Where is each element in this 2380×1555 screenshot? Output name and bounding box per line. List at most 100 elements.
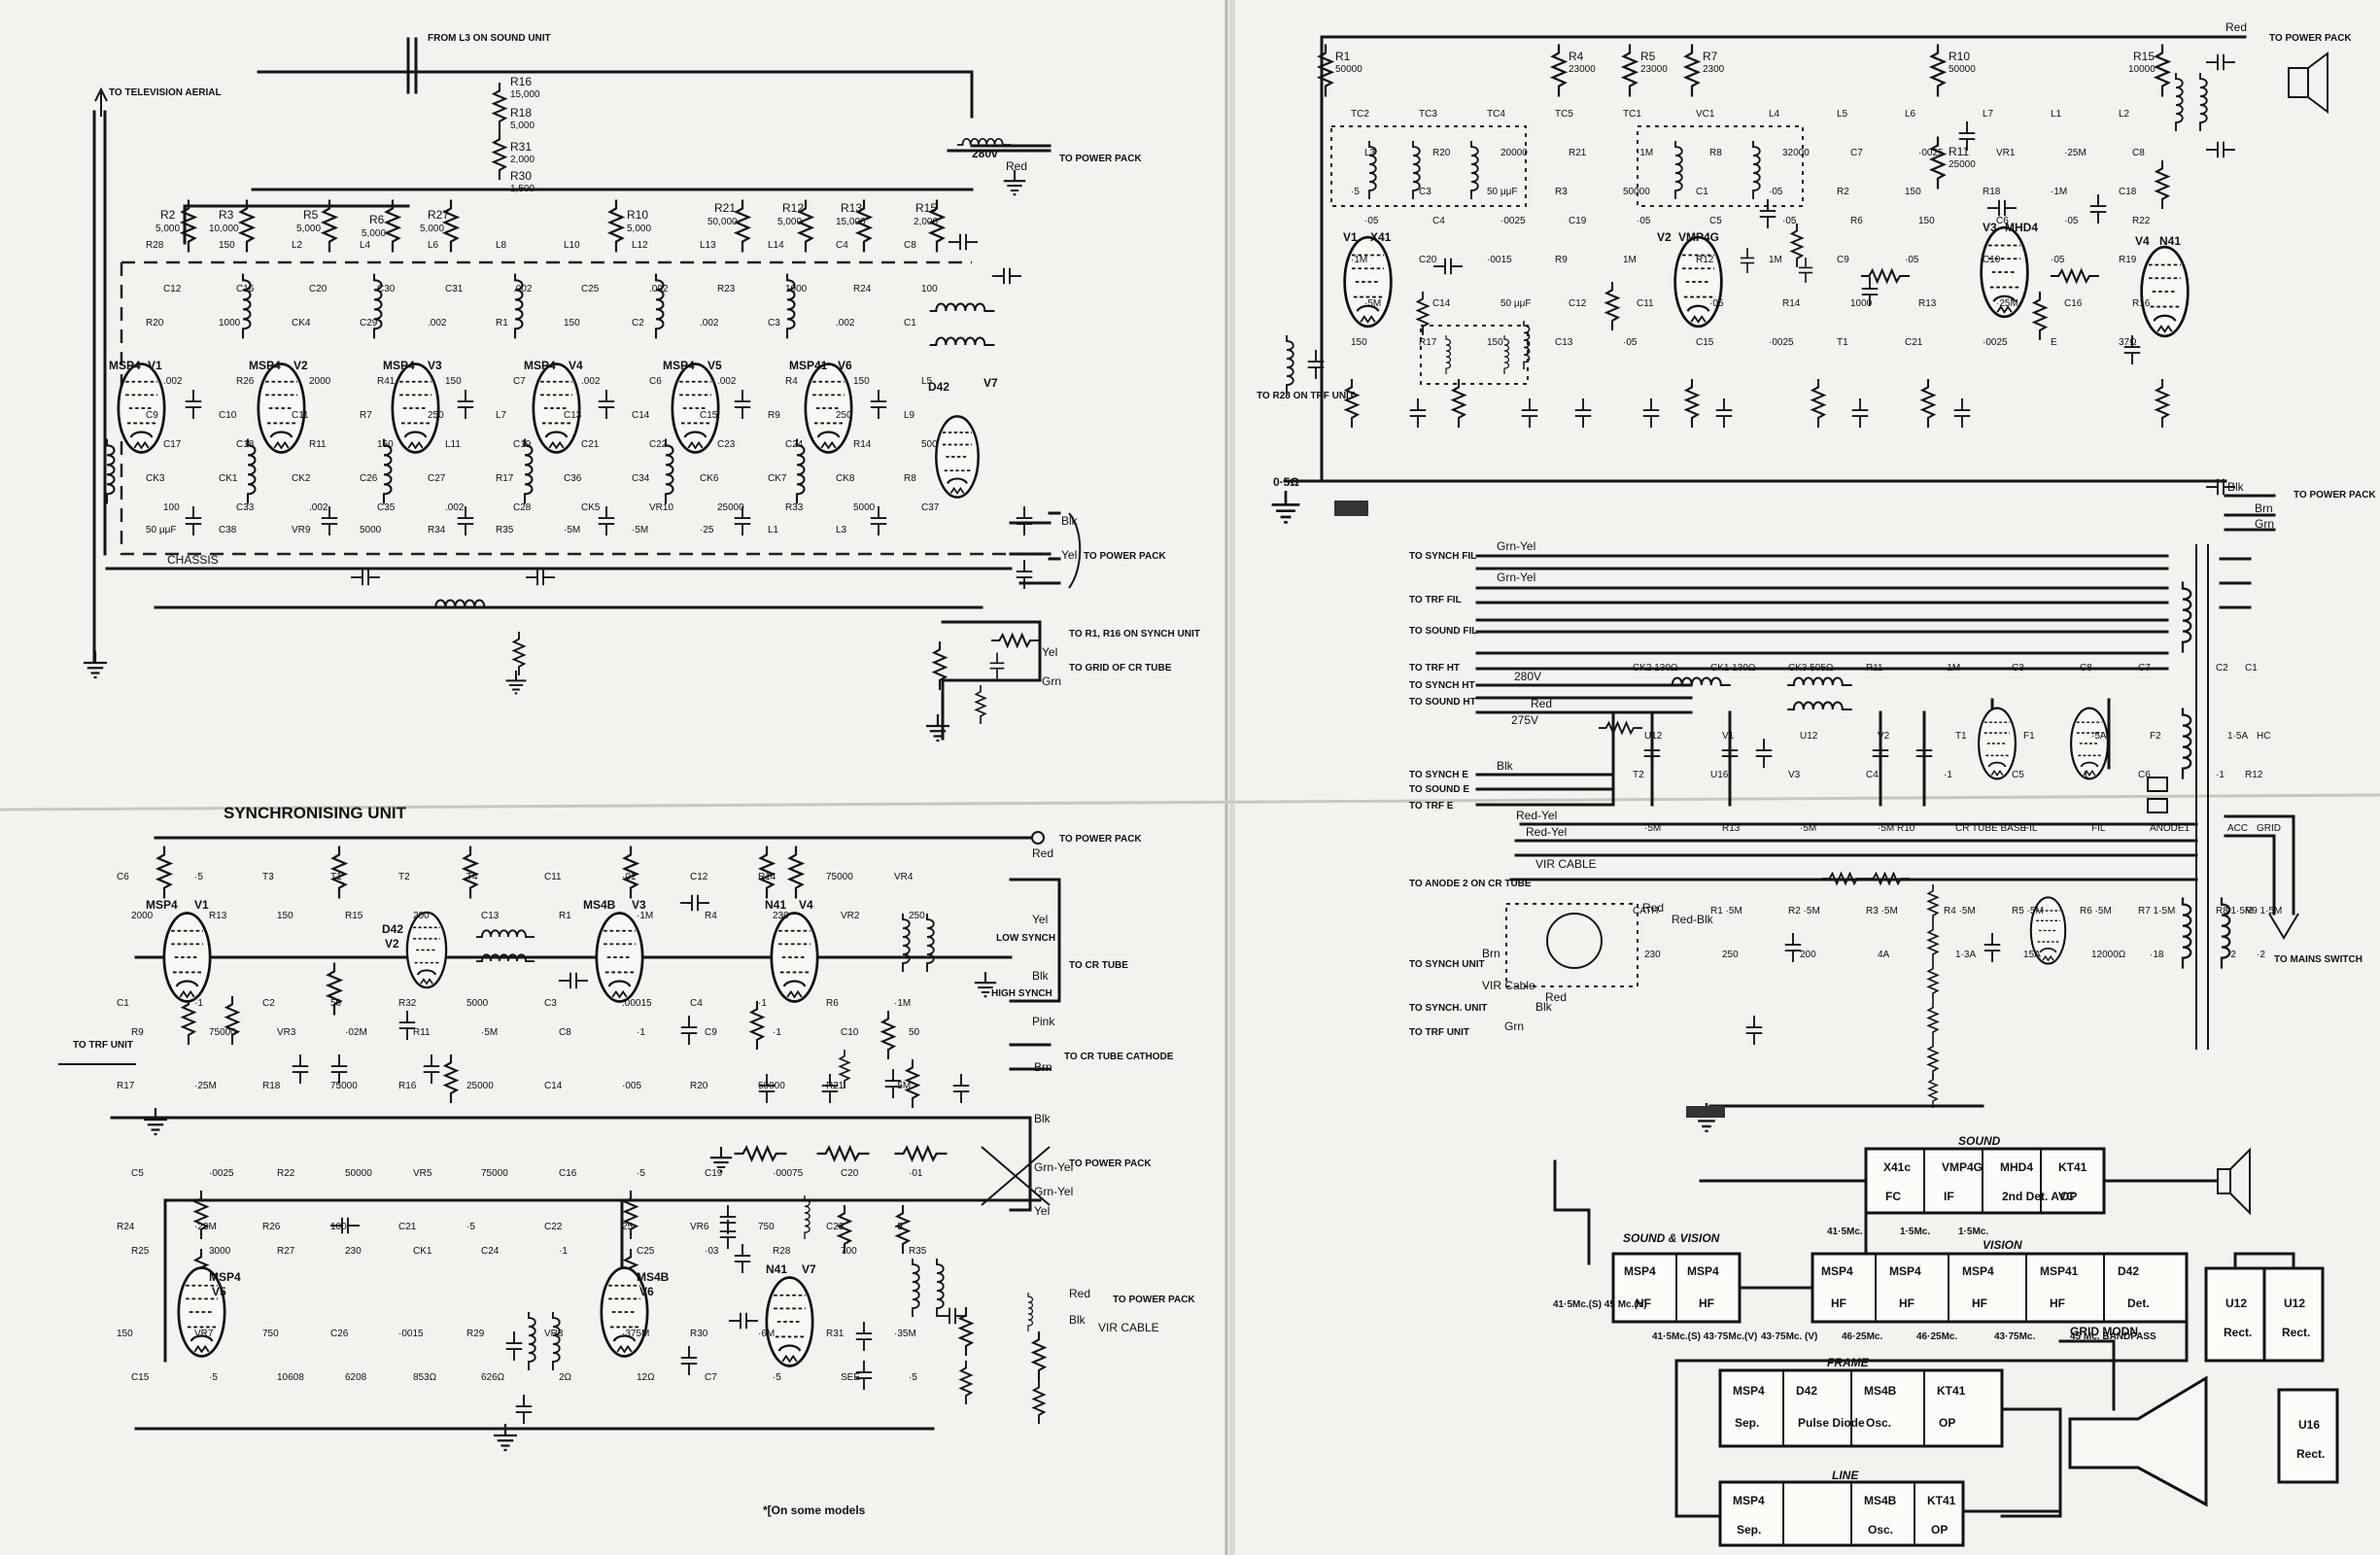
bl-label: 6208 bbox=[345, 1372, 367, 1383]
pp-comp-label: CK1 130Ω bbox=[1710, 663, 1756, 674]
bl-label: C3 bbox=[544, 998, 557, 1009]
sr-blk: Blk bbox=[2227, 480, 2245, 494]
bl-label: 2000 bbox=[131, 911, 154, 921]
tl-label: 5000 bbox=[360, 525, 382, 536]
speaker bbox=[2288, 52, 2328, 114]
bd-sound-freq: 41·5Mc. bbox=[1827, 1227, 1863, 1237]
pp-comp-label: R13 bbox=[1722, 823, 1741, 834]
tl-label: C9 bbox=[146, 410, 158, 421]
tl-label: CK2 bbox=[292, 473, 311, 484]
tl-label: C13 bbox=[564, 410, 582, 421]
tl-label: R14 bbox=[853, 439, 872, 450]
bl-label: ·5M bbox=[894, 1081, 911, 1091]
v1-ref: V1 bbox=[148, 359, 162, 372]
bl-label: C10 bbox=[841, 1027, 859, 1038]
pp-wire-label: Grn bbox=[1504, 1019, 1524, 1033]
aerial-label: TO TELEVISION AERIAL bbox=[109, 87, 222, 98]
fuse-f1 bbox=[2147, 777, 2168, 792]
bl-label: T3 bbox=[262, 872, 274, 882]
pp-comp-label: C4 bbox=[1866, 770, 1879, 780]
bl-label: C8 bbox=[559, 1027, 571, 1038]
tr-label: C8 bbox=[2132, 148, 2145, 158]
pp-left-label: TO SOUND FIL bbox=[1409, 626, 1477, 637]
tl-label: C14 bbox=[632, 410, 650, 421]
tl-label: 500 bbox=[921, 439, 938, 450]
tr-label: R17 bbox=[1419, 337, 1437, 348]
sr-v3: V3 bbox=[1983, 221, 1997, 234]
sound-resistor-labels: R1 50000 R4 23000 R5 23000 R7 2300 R10 5… bbox=[1335, 50, 2156, 170]
s-grn-yel: Grn-Yel bbox=[1034, 1160, 1073, 1174]
bl-label: ·25M bbox=[194, 1081, 217, 1091]
tr-label: ·05 bbox=[1905, 255, 1919, 265]
tl-label: .002 bbox=[309, 502, 328, 513]
tr-label: TC4 bbox=[1487, 109, 1505, 120]
tr-label: R21 bbox=[1569, 148, 1587, 158]
bd-frame-valve: D42 bbox=[1796, 1384, 1817, 1398]
pp-wire-label: Red-Blk bbox=[1672, 913, 1714, 926]
v5-ref: V5 bbox=[707, 359, 722, 372]
pp-comp-label: U12 bbox=[1644, 731, 1663, 742]
blk-wire-label: Blk bbox=[1061, 514, 1079, 528]
pp-comp-label: C2 bbox=[2216, 663, 2228, 674]
bl-label: 50000 bbox=[758, 1081, 785, 1091]
sr-v2t: VMP4G bbox=[1678, 230, 1719, 244]
tl-label: C6 bbox=[649, 376, 662, 387]
s-yel2: Yel bbox=[1034, 1204, 1050, 1218]
pp-comp-label: R12 bbox=[2245, 770, 2263, 780]
tr-label: 150 bbox=[1351, 337, 1367, 348]
tr-label: C10 bbox=[1983, 255, 2001, 265]
tl-label: C19 bbox=[513, 439, 532, 450]
tl-label: 50 μμF bbox=[146, 525, 177, 536]
tl-label: C34 bbox=[632, 473, 650, 484]
pp-left-label: TO ANODE 2 ON CR TUBE bbox=[1409, 879, 1532, 889]
sound-resistors bbox=[1318, 44, 2170, 428]
r21-val: 50,000 bbox=[707, 217, 738, 227]
v280-label: 280v bbox=[972, 147, 998, 160]
bl-label: 700 bbox=[841, 1246, 857, 1257]
bl-label: R26 bbox=[262, 1222, 281, 1232]
v2-type: MSP4 bbox=[249, 359, 281, 372]
tl-label: 150 bbox=[219, 240, 235, 251]
s-power-pack3: TO POWER PACK bbox=[1113, 1295, 1195, 1305]
tl-label: C27 bbox=[428, 473, 446, 484]
tr-label: C16 bbox=[2064, 298, 2083, 309]
pp-comp-label: V2 bbox=[1878, 731, 1890, 742]
sync-red: Red bbox=[1032, 847, 1053, 860]
bl-label: T2 bbox=[398, 872, 410, 882]
yel-wire-label-2: Yel bbox=[1042, 645, 1057, 659]
pp-comp-label: R2 ·5M bbox=[1788, 906, 1820, 916]
tl-label: C1 bbox=[904, 318, 916, 328]
sr-r7v: 2300 bbox=[1703, 64, 1725, 75]
sr-e: 0·5Ω bbox=[1273, 475, 1299, 489]
bl-label: ·005 bbox=[622, 1081, 641, 1091]
tl-label: CK6 bbox=[700, 473, 719, 484]
sr-v2: V2 bbox=[1657, 230, 1672, 244]
sound-unit: Red TO POWER PACK R1 bbox=[1257, 20, 2376, 532]
r10-ref: R10 bbox=[627, 208, 648, 222]
bl-label: CK1 bbox=[413, 1246, 432, 1257]
pp-comp-label: C6 bbox=[2138, 770, 2151, 780]
pp-comp-label: ·2 bbox=[2227, 950, 2236, 960]
s-v2-ref: V2 bbox=[385, 937, 399, 950]
tr-label: R12 bbox=[1696, 255, 1714, 265]
bl-label: C2 bbox=[262, 998, 275, 1009]
bd-vision-func: HF bbox=[1899, 1296, 1914, 1310]
tr-label: ·0025 bbox=[1769, 337, 1794, 348]
tl-label: CK5 bbox=[581, 502, 601, 513]
tr-label: ·0025 bbox=[1918, 148, 1944, 158]
tr-label: 150 bbox=[1487, 337, 1503, 348]
tl-label: C15 bbox=[700, 410, 718, 421]
bd-sound-func: FC bbox=[1885, 1190, 1901, 1203]
tr-label: L4 bbox=[1769, 109, 1780, 120]
bd-frame-title: FRAME bbox=[1827, 1356, 1870, 1369]
pp-left-label: TO SYNCH. UNIT bbox=[1409, 1003, 1487, 1014]
tl-label: C35 bbox=[377, 502, 396, 513]
bd-vision-func: HF bbox=[2050, 1296, 2065, 1310]
bd-sound-freq: 1·5Mc. bbox=[1958, 1227, 1988, 1237]
tl-label: C4 bbox=[836, 240, 848, 251]
sound-valves bbox=[1343, 225, 2190, 338]
fuse-f2 bbox=[2147, 798, 2168, 813]
tl-label: C36 bbox=[564, 473, 582, 484]
